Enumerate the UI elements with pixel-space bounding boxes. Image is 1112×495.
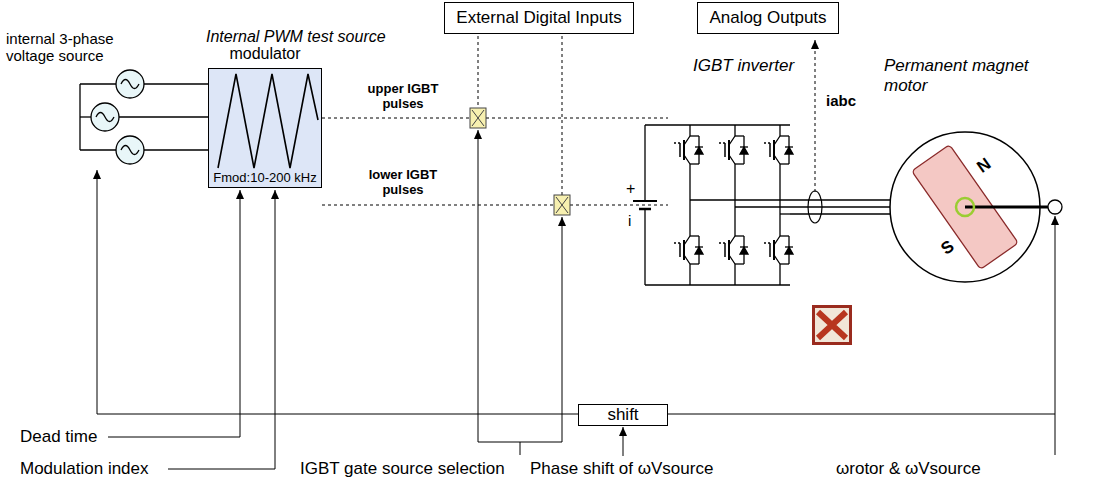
carrier-triangles [218, 74, 318, 168]
label: Dead time [20, 427, 97, 447]
label: i [628, 212, 631, 229]
igbt-legs [674, 125, 793, 285]
igbt-part [740, 246, 748, 247]
igbt-part [724, 243, 726, 257]
igbt-part [690, 199, 790, 200]
igbt-part [780, 213, 790, 214]
igbt-part [735, 135, 744, 136]
label: ωrotor & ωVsource [836, 459, 981, 479]
igbt-part [695, 247, 703, 254]
igbt-part [719, 142, 725, 143]
box-text: shift [607, 405, 638, 425]
label: Phase shift of ωVsource [530, 459, 713, 479]
igbt-part [690, 235, 699, 236]
igbt-part [729, 236, 735, 264]
igbt-part [785, 146, 793, 147]
igbt-part [774, 236, 780, 264]
label: IGBT inverter [693, 56, 794, 76]
igbt-part [674, 142, 680, 143]
label: Permanent magnet motor [884, 56, 1034, 95]
control-lines [97, 130, 1055, 469]
igbt-part [735, 263, 744, 264]
igbt-part [690, 163, 699, 164]
igbt-part [780, 235, 789, 236]
igbt-part [785, 147, 793, 154]
label: internal 3-phase voltage source [6, 30, 131, 65]
igbt-part [740, 247, 748, 254]
igbt-part [684, 136, 696, 164]
gate-switches [470, 108, 570, 215]
io-box: External Digital Inputs [444, 2, 633, 34]
igbt-part [774, 136, 780, 164]
box-text: Fmod:10-200 kHz [211, 170, 319, 185]
igbt-part [729, 136, 741, 164]
label: IGBT gate source selection [300, 459, 505, 479]
igbt-part [695, 246, 703, 247]
igbt-part [674, 242, 680, 243]
igbt-part [769, 143, 771, 157]
label: Modulation index [20, 459, 149, 479]
igbt-part [684, 136, 690, 164]
igbt-part [780, 135, 789, 136]
igbt-part [724, 143, 726, 157]
igbt-part [769, 243, 771, 257]
igbt-part [729, 236, 741, 264]
label: + [626, 180, 635, 198]
fpga-logo [812, 305, 852, 345]
label: Internal PWM test source [206, 28, 386, 46]
igbt-part [695, 147, 703, 154]
igbt-part [764, 242, 770, 243]
igbt-part [780, 263, 789, 264]
igbt-part [774, 136, 786, 164]
igbt-part [735, 206, 790, 207]
igbt-part [690, 263, 699, 264]
pulse-lines [322, 36, 815, 205]
box-text: Analog Outputs [709, 3, 826, 33]
box-heading: modulator [189, 45, 341, 63]
igbt-part [780, 163, 789, 164]
igbt-part [764, 142, 770, 143]
igbt-part [740, 147, 748, 154]
igbt-part [719, 242, 725, 243]
modulator-box: modulatorFmod:10-200 kHz [208, 68, 322, 188]
voltage-sources [80, 70, 208, 164]
igbt-part [740, 146, 748, 147]
label: iabc [826, 92, 856, 109]
igbt-part [735, 235, 744, 236]
igbt-part [684, 236, 690, 264]
box-text: External Digital Inputs [456, 3, 621, 33]
label: upper IGBT pulses [348, 82, 458, 112]
io-box: Analog Outputs [697, 2, 838, 34]
igbt-part [729, 136, 735, 164]
igbt-part [785, 246, 793, 247]
igbt-part [690, 135, 699, 136]
igbt-part [679, 143, 681, 157]
igbt-part [735, 163, 744, 164]
pm-motor [790, 132, 1062, 282]
igbt-part [679, 243, 681, 257]
igbt-part [785, 247, 793, 254]
igbt-part [695, 146, 703, 147]
igbt-inverter [633, 125, 790, 285]
shift-box: shift [578, 404, 668, 426]
label: lower IGBT pulses [348, 168, 458, 198]
igbt-part [774, 236, 786, 264]
igbt-part [684, 236, 696, 264]
